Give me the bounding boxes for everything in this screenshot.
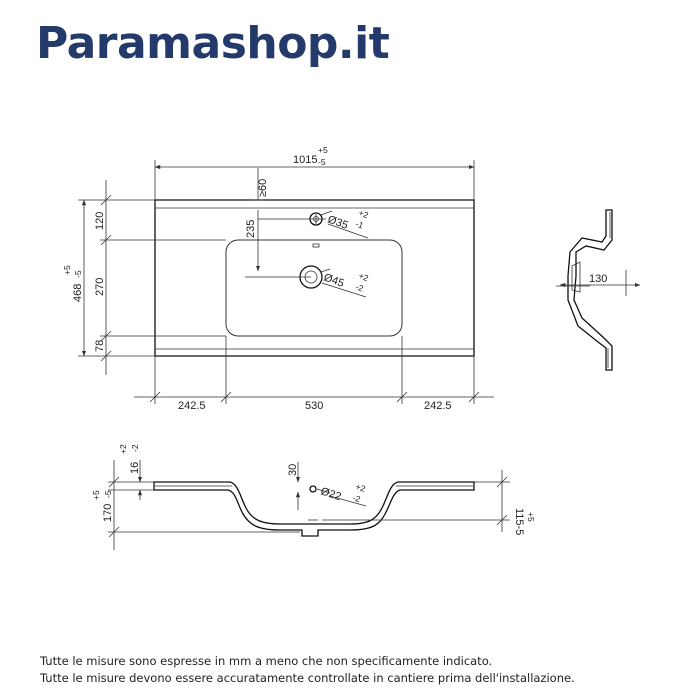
section-profile — [153, 481, 475, 537]
label-overflow-height: 30 — [287, 464, 299, 476]
tick-78-bottom — [100, 350, 112, 362]
tick-bottom-1 — [149, 391, 161, 403]
label-total-height: 170 — [102, 504, 114, 522]
brand-logo: Paramashop.it — [36, 18, 390, 69]
top-view: 1015 +5 -5 ≥60 235 Ø35 +2 -1 Ø45 +2 -2 4… — [62, 145, 494, 412]
label-drain-hole: Ø45 — [322, 272, 346, 290]
overflow-hole — [309, 485, 317, 493]
label-right-margin: 242.5 — [424, 400, 452, 412]
label-back-margin: 120 — [94, 212, 106, 230]
label-overall-depth: 468 — [72, 284, 84, 302]
leader-tap-hole — [320, 210, 333, 216]
tick-total-top — [108, 476, 120, 488]
label-total-height-tol-minus: -5 — [103, 490, 113, 498]
label-drain-hole-tol-plus: +2 — [357, 270, 370, 283]
side-drain — [571, 261, 581, 293]
leader-overflow — [316, 488, 331, 494]
tick-120-top — [100, 194, 112, 206]
label-tap-hole-tol-minus: -1 — [354, 218, 365, 230]
overflow-slot — [312, 243, 320, 248]
label-top-thickness-tol-plus: +2 — [118, 444, 128, 454]
label-overall-width: 1015 — [293, 154, 317, 166]
tick-bowl-top — [496, 476, 508, 488]
label-front-margin: 78 — [94, 340, 106, 352]
label-tap-hole-tol-plus: +2 — [357, 207, 370, 220]
tick-bowl-bottom — [496, 514, 508, 526]
label-side-depth: 130 — [589, 273, 607, 285]
tick-bottom-3 — [396, 391, 408, 403]
label-overall-width-tol-plus: +5 — [318, 145, 328, 155]
tick-120-bottom — [100, 234, 112, 246]
label-tap-hole: Ø35 — [326, 214, 350, 232]
label-top-thickness: 16 — [129, 462, 141, 474]
tick-bottom-4 — [468, 391, 480, 403]
label-overflow-hole: Ø22 — [319, 485, 342, 503]
label-drain-hole-tol-minus: -2 — [354, 281, 365, 293]
label-total-height-tol-plus: +5 — [91, 490, 101, 500]
tick-total-bottom — [108, 526, 120, 538]
leader-drain-underline — [321, 282, 367, 298]
side-view: 130 — [556, 209, 641, 371]
tick-bottom-2 — [220, 391, 232, 403]
note-measurements: Tutte le misure sono espresse in mm a me… — [40, 654, 493, 668]
label-drain-offset: 235 — [245, 220, 257, 238]
label-top-thickness-tol-minus: -2 — [130, 444, 140, 452]
label-overflow-hole-tol-plus: +2 — [354, 481, 367, 494]
label-overall-width-tol-minus: -5 — [318, 157, 326, 167]
section-view: 30 Ø22 +2 -2 16 +2 -2 170 +5 -5 115-5 +5… — [91, 444, 536, 550]
side-profile — [567, 209, 613, 371]
note-verification: Tutte le misure devono essere accuratame… — [40, 671, 575, 685]
bowl-outline — [225, 239, 403, 337]
label-bowl-height-tol-plus: +5 — [526, 512, 536, 522]
basin-outline — [154, 199, 475, 357]
label-bowl-depth: 270 — [94, 278, 106, 296]
tick-270-bottom — [100, 330, 112, 342]
label-overall-depth-tol-minus: -5 — [73, 270, 83, 278]
label-tap-offset: ≥60 — [257, 179, 269, 197]
leader-tap-underline — [327, 223, 369, 239]
label-overall-depth-tol-plus: +5 — [62, 265, 72, 275]
leader-drain-hole — [320, 268, 331, 273]
label-bowl-height: 115-5 — [513, 508, 525, 535]
label-left-margin: 242.5 — [178, 400, 206, 412]
leader-overflow-underline — [329, 495, 367, 507]
label-bowl-width: 530 — [305, 400, 323, 412]
label-overflow-hole-tol-minus: -2 — [351, 492, 362, 504]
